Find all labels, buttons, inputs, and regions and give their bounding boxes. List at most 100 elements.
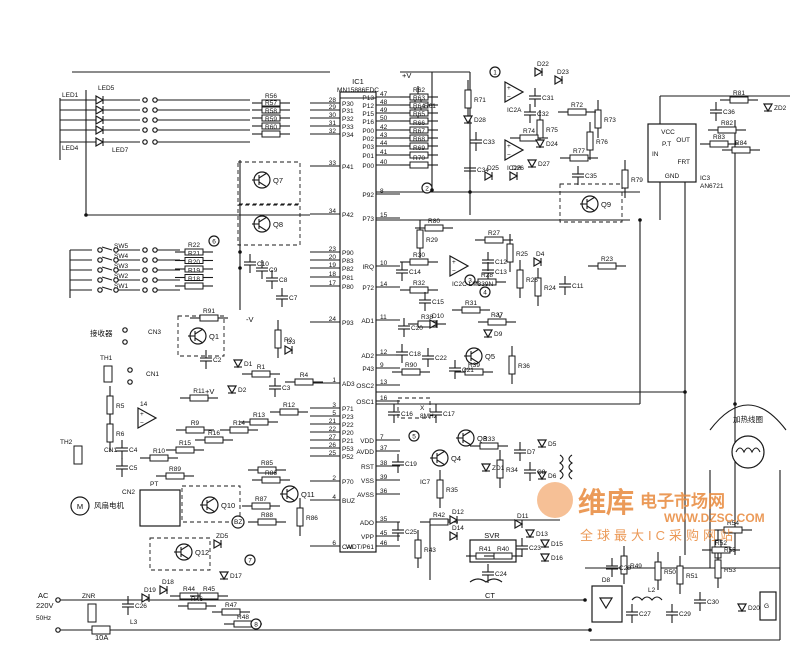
resistor-label: R38 xyxy=(421,314,433,321)
ic3-in: IN xyxy=(652,151,659,158)
resistor-label: R12 xyxy=(283,402,295,409)
resistor-label: R79 xyxy=(631,177,643,184)
wire xyxy=(470,357,480,364)
resistor xyxy=(597,262,617,270)
ic1-pin-p00: P00 xyxy=(362,163,374,170)
resistor-label: R29 xyxy=(426,237,438,244)
resistor-label: R85 xyxy=(261,460,273,467)
diode-label: D16 xyxy=(551,555,563,562)
diode xyxy=(762,103,774,113)
switch-sw4: SW4 xyxy=(114,253,128,260)
ic1-pin-p34: P34 xyxy=(342,132,354,139)
crystal-freq: 8MHz xyxy=(420,413,437,420)
resistor-label: R55 xyxy=(724,547,736,554)
ic1-pin-num: 45 xyxy=(380,530,388,537)
q9-box xyxy=(559,183,623,223)
diode-label: D13 xyxy=(536,531,548,538)
q3-label: Q3 xyxy=(477,434,487,443)
ic3-vcc: VCC xyxy=(661,129,675,136)
znr-label: ZNR xyxy=(82,593,96,600)
ic1-pin-p43: P43 xyxy=(362,366,374,373)
diode xyxy=(141,592,151,604)
resistor-label: R90 xyxy=(405,362,417,369)
resistor-label: R41 xyxy=(479,546,491,553)
junction xyxy=(733,402,737,406)
test-point-label: 7 xyxy=(248,558,252,565)
resistor-label: R88 xyxy=(261,512,273,519)
watermark: 维库电子市场网WWW.DZSC.COM全球最大IC采购网站 xyxy=(537,482,765,543)
test-point-label: 5 xyxy=(412,434,416,441)
resistor xyxy=(723,526,743,534)
ic1-pin-p42: P42 xyxy=(342,212,354,219)
resistor-label: R51 xyxy=(686,573,698,580)
resistor-r69 xyxy=(409,151,429,159)
resistor-label: R25 xyxy=(516,251,528,258)
ic1-pin-num: 27 xyxy=(329,434,337,441)
resistor xyxy=(654,561,662,581)
ic1-pin-p16: P16 xyxy=(362,119,374,126)
resistor-r70 xyxy=(409,161,429,169)
resistor-r68 xyxy=(409,142,429,150)
ic1-pin-p81: P81 xyxy=(342,275,354,282)
ic1-pin-ado: ADO xyxy=(360,520,374,527)
zd5 xyxy=(213,538,223,550)
wire xyxy=(101,256,113,261)
capacitor-label: C11 xyxy=(572,283,584,290)
diode-label: D22 xyxy=(537,61,549,68)
terminal xyxy=(152,277,158,283)
ic1-pin-num: 38 xyxy=(380,460,388,467)
resistor xyxy=(729,96,749,104)
diode-label: D6 xyxy=(548,473,557,480)
ic1-pin-num: 1 xyxy=(332,377,336,384)
resistor xyxy=(199,592,219,600)
terminal xyxy=(152,117,158,123)
resistor-label: R45 xyxy=(203,586,215,593)
q8-label: Q8 xyxy=(273,220,283,229)
ic1-pin-num: 44 xyxy=(380,140,388,147)
ic1-pin-p70: P70 xyxy=(342,479,354,486)
test-point-label: 1 xyxy=(493,70,497,77)
terminal xyxy=(142,107,148,113)
ic1-pin-irq: IRQ xyxy=(362,264,374,271)
heating-coil-symbol xyxy=(735,447,761,454)
diode-label: D11 xyxy=(517,513,529,520)
diode-label: D10 xyxy=(432,313,444,320)
resistor xyxy=(709,140,729,148)
ic1-pin-osc1: OSC1 xyxy=(356,399,374,406)
q12-label: Q12 xyxy=(195,548,209,557)
wire xyxy=(101,286,113,291)
ct-coil xyxy=(469,578,503,583)
switch-sw1: SW1 xyxy=(114,283,128,290)
resistor xyxy=(233,620,253,628)
junction xyxy=(583,598,587,602)
resistor xyxy=(506,243,514,263)
resistor xyxy=(261,476,281,484)
resistor xyxy=(257,466,277,474)
ic1-pin-num: 43 xyxy=(380,132,388,139)
capacitor-label: C28 xyxy=(619,565,631,572)
capacitor-label: C19 xyxy=(405,461,417,468)
resistor-r69-label: R69 xyxy=(413,145,425,152)
capacitor-label: C30 xyxy=(707,599,719,606)
fuse-label: 10A xyxy=(95,633,108,642)
capacitor-label: C14 xyxy=(409,269,421,276)
resistor xyxy=(294,378,314,386)
resistor-r56 xyxy=(261,99,281,107)
terminal xyxy=(142,127,148,133)
ic1-pin-p21: P21 xyxy=(342,438,354,445)
resistor-label: R71 xyxy=(474,97,486,104)
resistor-label: R10 xyxy=(153,448,165,455)
opamp-plus: + xyxy=(507,85,511,92)
fan-triac-box xyxy=(139,489,181,527)
resistor xyxy=(620,555,628,575)
capacitor-label: C3 xyxy=(282,385,291,392)
resistor-r20 xyxy=(184,265,204,273)
capacitor-label: C10 xyxy=(257,261,269,268)
watermark-url: WWW.DZSC.COM xyxy=(664,511,765,525)
resistor xyxy=(187,602,207,610)
resistor xyxy=(424,224,444,232)
ic3-part: AN6721 xyxy=(700,183,724,190)
resistor xyxy=(409,258,429,266)
diode xyxy=(462,115,474,125)
